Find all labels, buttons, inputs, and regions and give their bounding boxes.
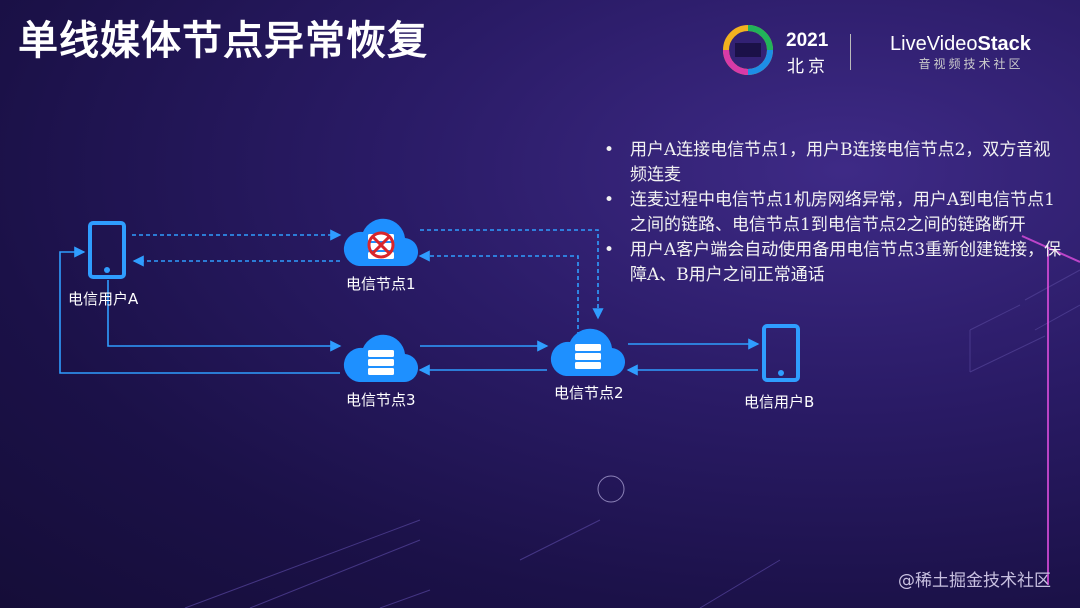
conference-city: 北京 [787, 57, 829, 77]
bullet-list: 用户A连接电信节点1，用户B连接电信节点2，双方音视频连麦 连麦过程中电信节点1… [604, 138, 1064, 288]
brand-subtitle: 音视频技术社区 [918, 57, 1024, 71]
conference-logo-icon [723, 25, 773, 75]
user-b-phone-icon [762, 324, 800, 382]
brand-word-stack: Stack [977, 33, 1031, 55]
node1-server-cloud-icon [343, 218, 419, 267]
brand-logo: LiveVideoStack [890, 33, 1031, 56]
brand-word-live: Live [890, 33, 927, 55]
failed-links [132, 229, 604, 336]
brand-word-video: Video [926, 33, 978, 55]
node2-label: 电信节点2 [554, 384, 624, 402]
node1-failure-icon [367, 231, 395, 259]
user-b-label: 电信用户B [744, 393, 815, 411]
watermark: @稀土掘金技术社区 [898, 571, 1051, 591]
link-node3-to-a [59, 246, 340, 374]
bullet-item: 连麦过程中电信节点1机房网络异常，用户A到电信节点1之间的链路、电信节点1到电信… [604, 188, 1064, 238]
logo-divider [850, 34, 851, 70]
link-node2-to-node1 [418, 250, 579, 336]
bullet-item: 用户A连接电信节点1，用户B连接电信节点2，双方音视频连麦 [604, 138, 1064, 188]
link-a-to-node3 [107, 280, 342, 352]
link-node1-to-node2 [420, 229, 604, 320]
node2-server-cloud-icon [550, 328, 626, 377]
node1-label: 电信节点1 [346, 275, 416, 293]
node3-server-cloud-icon [343, 334, 419, 383]
conference-year: 2021 [786, 30, 829, 51]
user-a-label: 电信用户A [68, 290, 139, 308]
slide-title: 单线媒体节点异常恢复 [18, 18, 428, 64]
user-a-phone-icon [88, 221, 126, 279]
bullet-item: 用户A客户端会自动使用备用电信节点3重新创建链接，保障A、B用户之间正常通话 [604, 238, 1064, 288]
active-links [59, 246, 760, 376]
node3-label: 电信节点3 [346, 391, 416, 409]
